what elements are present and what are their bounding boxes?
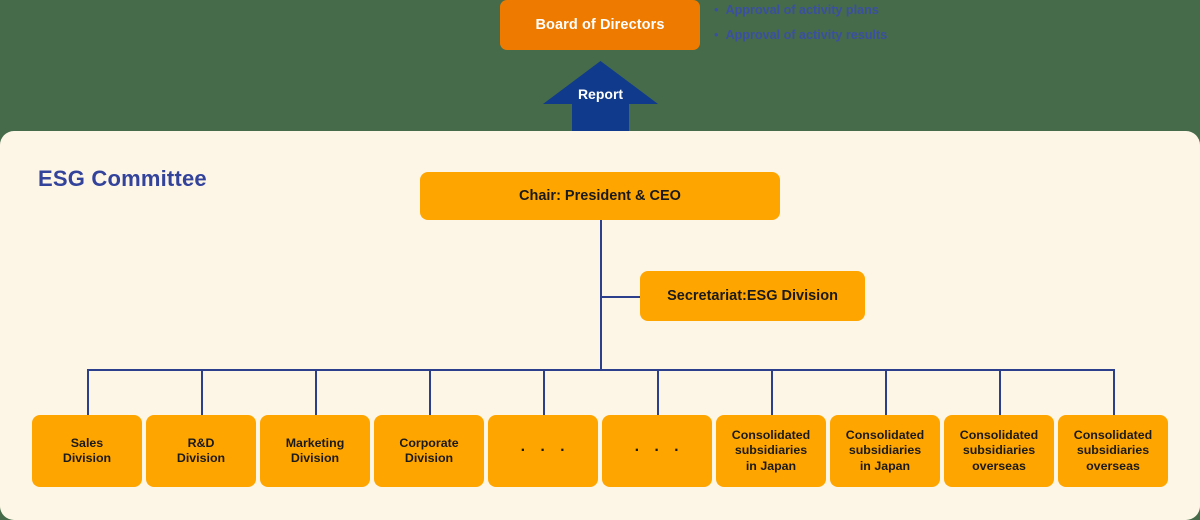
secretariat-label: Secretariat:ESG Division: [667, 287, 838, 304]
secretariat-node[interactable]: Secretariat:ESG Division: [640, 271, 865, 321]
chair-label: Chair: President & CEO: [519, 187, 681, 204]
division-label: · · ·: [520, 442, 571, 459]
bullet-icon: •: [714, 27, 719, 42]
division-node[interactable]: · · ·: [602, 415, 712, 487]
connector-drop-line: [1113, 369, 1115, 415]
division-label: · · ·: [634, 442, 685, 459]
note-text: Approval of activity results: [725, 28, 888, 42]
division-node[interactable]: · · ·: [488, 415, 598, 487]
report-arrow-up-icon: [543, 61, 658, 131]
connector-drop-line: [657, 369, 659, 415]
connector-drop-line: [429, 369, 431, 415]
note-text: Approval of activity plans: [725, 3, 879, 17]
connector-drop-line: [999, 369, 1001, 415]
connector-trunk-line: [600, 220, 602, 369]
board-of-directors-node[interactable]: Board of Directors: [500, 0, 700, 50]
board-of-directors-label: Board of Directors: [535, 17, 665, 33]
note-item: • Approval of activity plans: [714, 2, 1014, 18]
connector-bus-line: [87, 369, 1113, 371]
bullet-icon: •: [714, 2, 719, 17]
connector-drop-line: [87, 369, 89, 415]
connector-drop-line: [543, 369, 545, 415]
connector-drop-line: [885, 369, 887, 415]
chair-node[interactable]: Chair: President & CEO: [420, 172, 780, 220]
connector-secretariat-line: [600, 296, 640, 298]
connector-drop-line: [771, 369, 773, 415]
board-approval-notes: • Approval of activity plans • Approval …: [714, 3, 1014, 53]
note-item: • Approval of activity results: [714, 27, 1014, 43]
connector-drop-line: [201, 369, 203, 415]
connector-drop-line: [315, 369, 317, 415]
page-title: ESG Committee: [38, 166, 207, 191]
